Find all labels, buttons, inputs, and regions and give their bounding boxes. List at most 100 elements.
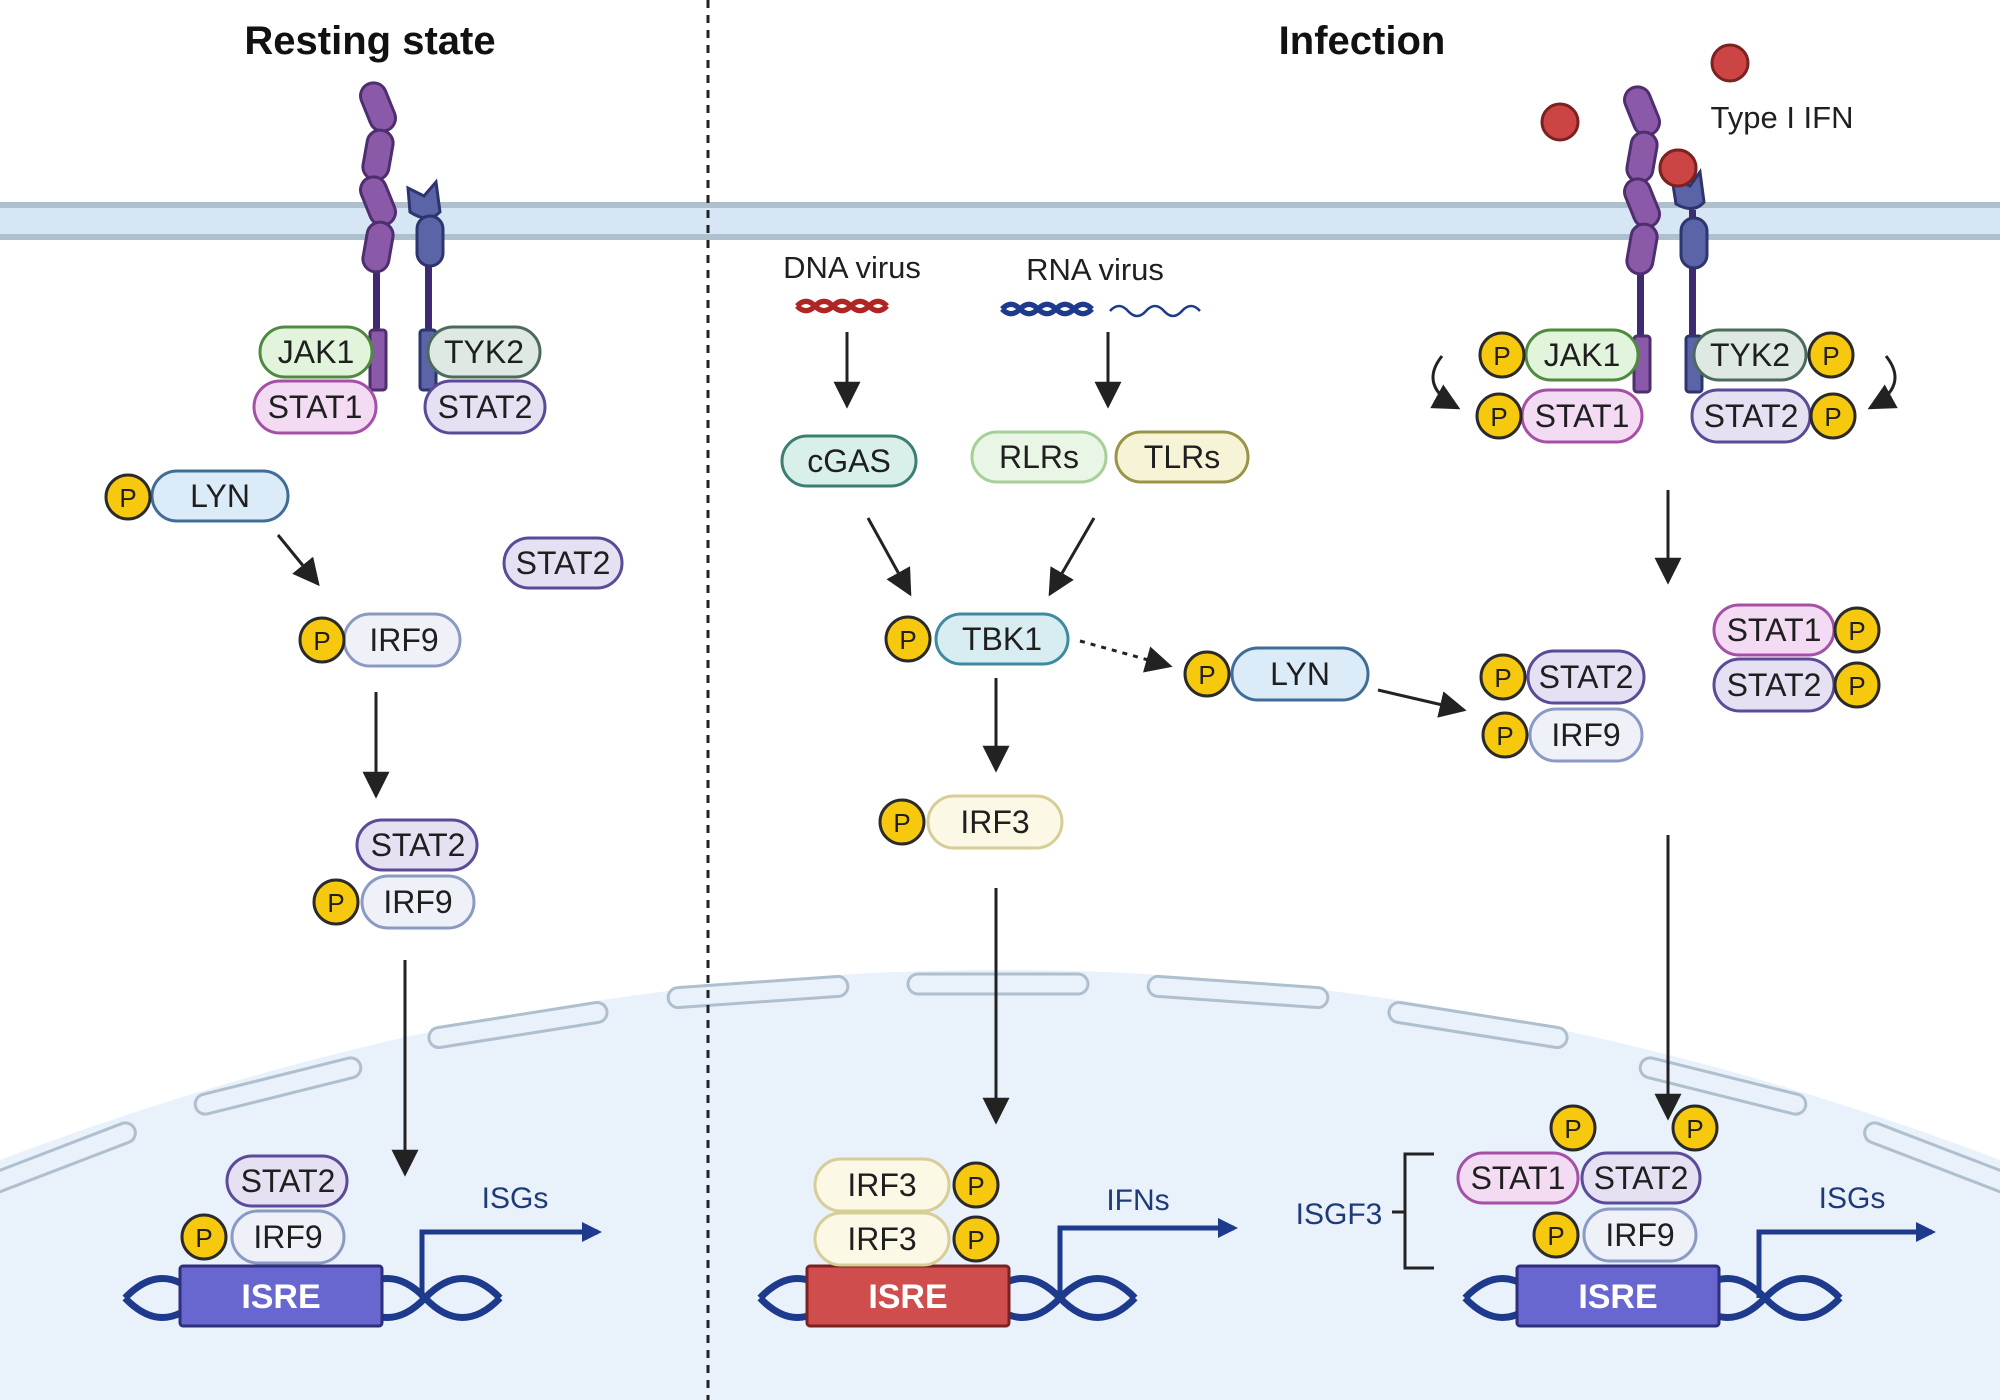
title-infection: Infection — [1279, 19, 1446, 63]
svg-text:STAT1: STAT1 — [1471, 1160, 1566, 1196]
svg-text:ISRE: ISRE — [1578, 1278, 1657, 1316]
svg-text:IRF9: IRF9 — [253, 1219, 322, 1255]
stat2-irf9-complex-resting: STAT2 IRF9 P — [312, 818, 479, 930]
rna-virus-dsrna-icon — [1000, 301, 1094, 317]
svg-text:STAT2: STAT2 — [1704, 398, 1799, 434]
title-resting-state: Resting state — [244, 19, 495, 63]
svg-text:P: P — [1496, 721, 1513, 751]
arrow-cgas-to-tbk1 — [866, 517, 912, 597]
lyn-infection: LYN P — [1183, 646, 1370, 702]
svg-text:LYN: LYN — [1270, 656, 1330, 692]
svg-text:P: P — [1848, 616, 1865, 646]
svg-text:JAK1: JAK1 — [1544, 337, 1620, 373]
svg-text:STAT1: STAT1 — [1727, 612, 1822, 648]
svg-text:STAT2: STAT2 — [1727, 667, 1822, 703]
svg-text:LYN: LYN — [190, 478, 250, 514]
svg-text:P: P — [899, 625, 916, 655]
isgf3-complex: STAT1 STAT2 P P IRF9 P — [1456, 1104, 1719, 1263]
svg-text:cGAS: cGAS — [807, 443, 891, 479]
stat1-infection-receptor: STAT1 P — [1475, 388, 1644, 444]
tyk2-resting: TYK2 — [426, 325, 542, 379]
svg-text:IRF9: IRF9 — [383, 884, 452, 920]
svg-text:STAT2: STAT2 — [516, 545, 611, 581]
svg-text:P: P — [313, 626, 330, 656]
ifn-receptor-resting — [359, 81, 445, 392]
transcription-arrow-left — [419, 1222, 602, 1298]
phospho-lyn-resting: P — [104, 473, 152, 521]
svg-text:P: P — [1824, 402, 1841, 432]
svg-text:P: P — [967, 1225, 984, 1255]
svg-text:TLRs: TLRs — [1144, 439, 1220, 475]
svg-text:P: P — [1490, 402, 1507, 432]
nuclear-envelope — [0, 972, 2000, 1195]
plasma-membrane — [0, 202, 2000, 240]
arrow-lyn-to-stat2-irf9 — [1377, 688, 1467, 718]
isgf3-bracket — [1392, 1152, 1434, 1270]
rlrs: RLRs — [970, 430, 1108, 484]
svg-text:P: P — [1494, 663, 1511, 693]
svg-text:ISRE: ISRE — [241, 1278, 320, 1316]
svg-text:P: P — [967, 1171, 984, 1201]
svg-text:P: P — [1198, 660, 1215, 690]
svg-text:IRF3: IRF3 — [847, 1221, 916, 1257]
svg-text:ISRE: ISRE — [868, 1278, 947, 1316]
irf3-dimer-on-dna: IRF3 P IRF3 P — [813, 1157, 1000, 1267]
svg-text:P: P — [1493, 341, 1510, 371]
svg-text:STAT2: STAT2 — [1594, 1160, 1689, 1196]
dna-virus-label: DNA virus — [783, 250, 921, 285]
stat2-infection-receptor: STAT2 P — [1690, 388, 1857, 444]
type1-ifn-label: Type I IFN — [1711, 100, 1854, 135]
isgs-label-right: ISGs — [1819, 1182, 1886, 1215]
curved-arrow-tyk2-to-stat2 — [1867, 355, 1898, 410]
transcription-arrow-right — [1756, 1222, 1936, 1298]
svg-text:P: P — [1547, 1221, 1564, 1251]
irf3: IRF3 — [926, 794, 1064, 850]
tyk2-infection: TYK2 P — [1692, 328, 1855, 382]
svg-text:STAT2: STAT2 — [371, 827, 466, 863]
irf9-resting: IRF9 — [342, 612, 462, 668]
svg-text:P: P — [1686, 1114, 1703, 1144]
svg-text:IRF9: IRF9 — [1551, 717, 1620, 753]
isre-right: ISRE — [1515, 1264, 1721, 1328]
rna-virus-label: RNA virus — [1026, 252, 1164, 287]
jak1-infection: JAK1 P — [1478, 328, 1640, 382]
svg-text:IRF9: IRF9 — [1605, 1217, 1674, 1253]
isre-left: ISRE — [178, 1264, 384, 1328]
svg-text:TBK1: TBK1 — [962, 621, 1042, 657]
phospho-tbk1: P — [884, 615, 932, 663]
svg-text:P: P — [327, 888, 344, 918]
ifn-receptor-infection — [1623, 85, 1709, 394]
svg-text:STAT1: STAT1 — [268, 389, 363, 425]
arrow-lyn-to-irf9 — [276, 534, 320, 587]
svg-text:TYK2: TYK2 — [1710, 337, 1790, 373]
svg-text:STAT2: STAT2 — [241, 1163, 336, 1199]
arrow-prr-to-tbk1 — [1048, 517, 1096, 597]
stat2-irf9-infection: STAT2 P IRF9 P — [1479, 649, 1646, 763]
svg-text:IRF3: IRF3 — [960, 804, 1029, 840]
stat2-resting-receptor: STAT2 — [423, 379, 547, 435]
transcription-arrow-middle — [1057, 1218, 1238, 1298]
isgf3-label: ISGF3 — [1296, 1198, 1383, 1231]
lyn-resting: LYN — [150, 469, 290, 523]
isgs-label-left: ISGs — [482, 1182, 549, 1215]
svg-text:TYK2: TYK2 — [444, 334, 524, 370]
svg-text:RLRs: RLRs — [999, 439, 1079, 475]
svg-text:STAT2: STAT2 — [1539, 659, 1634, 695]
svg-text:P: P — [119, 483, 136, 513]
svg-text:IRF9: IRF9 — [369, 622, 438, 658]
stat1-resting: STAT1 — [252, 379, 378, 435]
dna-virus-icon — [795, 298, 889, 314]
cgas: cGAS — [780, 434, 918, 488]
jak1-resting: JAK1 — [258, 325, 374, 379]
svg-text:P: P — [1564, 1114, 1581, 1144]
svg-text:P: P — [893, 808, 910, 838]
stat2-free-resting: STAT2 — [502, 536, 624, 590]
tlrs: TLRs — [1114, 430, 1250, 484]
svg-text:P: P — [1848, 671, 1865, 701]
arrow-tbk1-to-lyn-dotted — [1079, 639, 1173, 673]
svg-text:P: P — [1822, 341, 1839, 371]
svg-text:P: P — [195, 1223, 212, 1253]
curved-arrow-jak1-to-stat1 — [1430, 355, 1461, 410]
svg-text:IRF3: IRF3 — [847, 1167, 916, 1203]
